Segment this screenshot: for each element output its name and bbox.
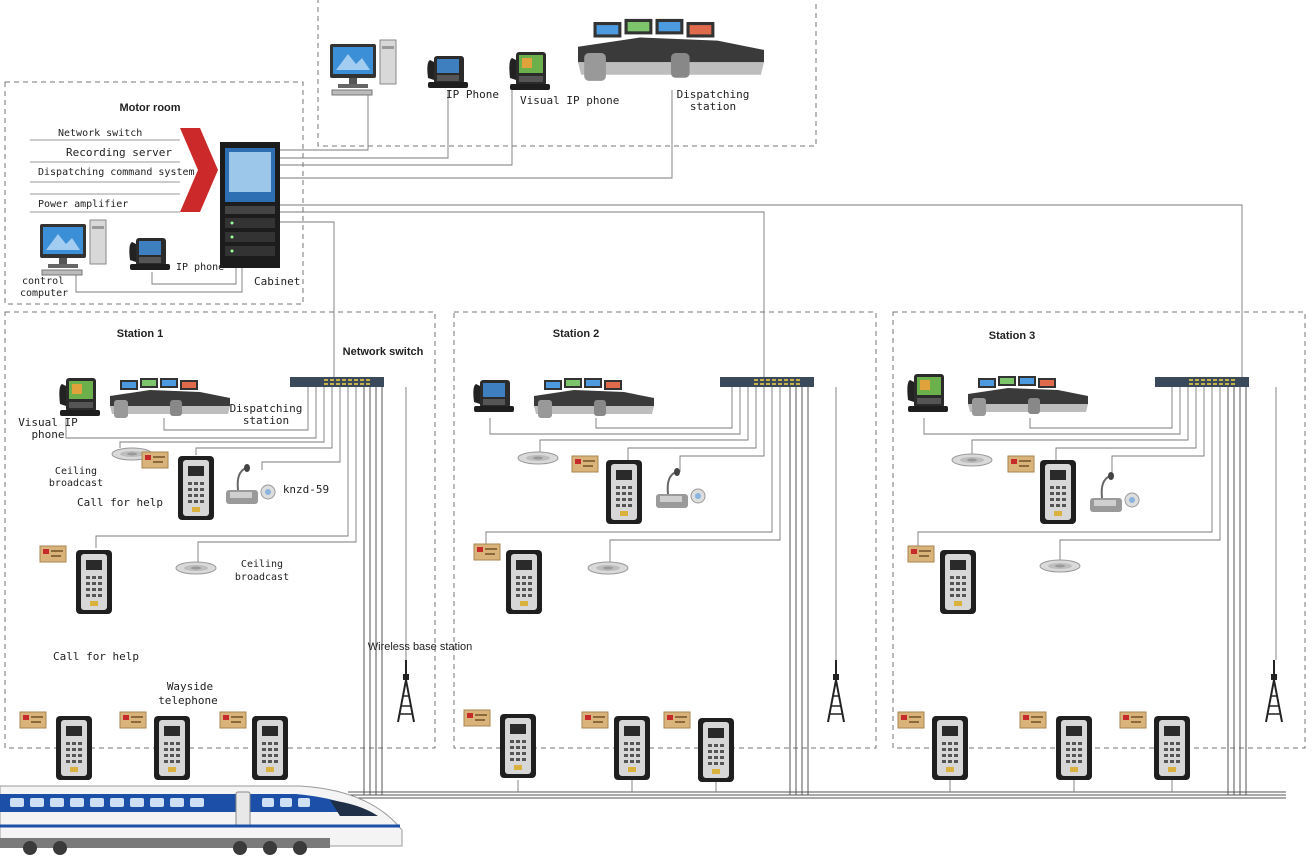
control-center-dispatching-label-1: Dispatching: [677, 88, 750, 101]
cabinet-rack: [220, 142, 280, 268]
station2-network-switch: [720, 377, 814, 387]
control-center-dispatching-label-2: station: [690, 100, 736, 113]
station3-wayside-card-1: [897, 711, 925, 729]
station1-wayside-card-1: [19, 711, 47, 729]
control-computer-label-2: computer: [20, 288, 68, 299]
station3-network-switch: [1155, 377, 1249, 387]
station2-card-2: [473, 543, 501, 561]
control-center-region: [317, 0, 817, 147]
station2-ip-phone: [473, 380, 514, 412]
control-center-ip-phone-label: IP Phone: [446, 88, 499, 101]
station2-card-1: [571, 455, 599, 473]
motor-room-item-power-amplifier: Power amplifier: [38, 199, 128, 210]
station1-help-intercom-2: [76, 550, 112, 614]
station2-wayside-card-3: [663, 711, 691, 729]
control-computer: [39, 219, 107, 276]
station1-card-1: [141, 451, 169, 469]
station1-wireless-tower: [397, 659, 415, 723]
station3-wayside-card-2: [1019, 711, 1047, 729]
motor-room-item-recording-server: Recording server: [66, 146, 172, 159]
motor-room-ip-phone-label: IP phone: [176, 262, 224, 273]
station1-ceiling-broadcast-label-1a: Ceiling: [55, 466, 97, 477]
motor-room-ip-phone: [129, 238, 170, 270]
motor-room-region: [4, 81, 304, 305]
station2-help-intercom-1: [606, 460, 642, 524]
red-chevron-arrow: [180, 128, 218, 212]
station1-title: Station 1: [117, 328, 163, 340]
station2-ceiling-speaker-2: [587, 561, 629, 575]
station3-title: Station 3: [989, 330, 1035, 342]
station2-wayside-card-2: [581, 711, 609, 729]
station2-title: Station 2: [553, 328, 599, 340]
high-speed-train: [0, 785, 403, 855]
station1-wayside-phone-3: [252, 716, 288, 780]
station2-dispatching-console: [534, 378, 654, 418]
station1-region: [4, 311, 436, 749]
station3-ceiling-speaker-1: [951, 453, 993, 467]
station1-ceiling-broadcast-label-2b: broadcast: [235, 572, 289, 583]
wireless-base-station-label: Wireless base station: [368, 641, 473, 653]
station3-help-intercom-1: [1040, 460, 1076, 524]
control-center-ip-phone: [427, 56, 468, 88]
station2-wayside-phone-2: [614, 716, 650, 780]
station3-wayside-card-3: [1119, 711, 1147, 729]
station3-wayside-phone-1: [932, 716, 968, 780]
wayside-telephone-label-1: Wayside: [167, 680, 213, 693]
control-center-computer: [329, 39, 397, 96]
station3-help-intercom-2: [940, 550, 976, 614]
station1-visual-ip-phone-label-2: phone: [31, 428, 64, 441]
wayside-telephone-label-2: telephone: [158, 694, 218, 707]
control-center-visual-ip-phone-label: Visual IP phone: [520, 94, 619, 107]
station1-dispatching-label-2: station: [243, 414, 289, 427]
station3-ceiling-speaker-2: [1039, 559, 1081, 573]
station1-wayside-phone-1: [56, 716, 92, 780]
control-center-visual-ip-phone: [509, 52, 550, 90]
station2-wayside-card-1: [463, 709, 491, 727]
station3-wireless-tower: [1265, 659, 1283, 723]
control-computer-label-1: control: [22, 276, 64, 287]
motor-room-item-dispatching-command: Dispatching command system: [38, 167, 195, 178]
motor-room-item-list: [30, 139, 180, 213]
station1-knzd-label: knzd-59: [283, 483, 329, 496]
motor-room-title: Motor room: [119, 102, 180, 114]
station1-call-for-help-label-1: Call for help: [77, 496, 163, 509]
station1-wayside-card-2: [119, 711, 147, 729]
station1-network-switch: [290, 377, 384, 387]
station3-wayside-phone-2: [1056, 716, 1092, 780]
station1-help-intercom-1: [178, 456, 214, 520]
station1-visual-ip-phone: [59, 378, 100, 416]
station1-card-2: [39, 545, 67, 563]
station1-call-for-help-label-2: Call for help: [53, 650, 139, 663]
station1-network-switch-label: Network switch: [343, 346, 424, 358]
station2-wireless-tower: [827, 659, 845, 723]
wiring: [65, 88, 1286, 799]
station3-wayside-phone-3: [1154, 716, 1190, 780]
station3-dispatching-console: [968, 376, 1088, 416]
station1-wayside-card-3: [219, 711, 247, 729]
station1-wayside-phone-2: [154, 716, 190, 780]
station1-visual-ip-phone-label-1: Visual IP: [18, 416, 78, 429]
cabinet-label: Cabinet: [254, 275, 300, 288]
station1-ceiling-speaker-2: [175, 561, 217, 575]
station2-region: [453, 311, 877, 749]
station2-desk-microphone: [655, 467, 706, 509]
station1-dispatching-console: [110, 378, 230, 418]
motor-room-item-network-switch: Network switch: [58, 128, 142, 139]
station2-help-intercom-2: [506, 550, 542, 614]
station1-desk-microphone: [225, 463, 276, 505]
control-center-dispatching-console: [578, 18, 764, 81]
station3-region: [892, 311, 1306, 749]
station2-wayside-phone-3: [698, 718, 734, 782]
station3-visual-ip-phone: [907, 374, 948, 412]
station3-desk-microphone: [1089, 471, 1140, 513]
station2-wayside-phone-1: [500, 714, 536, 778]
station1-ceiling-broadcast-label-2a: Ceiling: [241, 559, 283, 570]
station1-dispatching-label-1: Dispatching: [230, 402, 303, 415]
station3-card-2: [907, 545, 935, 563]
station1-ceiling-broadcast-label-1b: broadcast: [49, 478, 103, 489]
station2-ceiling-speaker-1: [517, 451, 559, 465]
station3-card-1: [1007, 455, 1035, 473]
